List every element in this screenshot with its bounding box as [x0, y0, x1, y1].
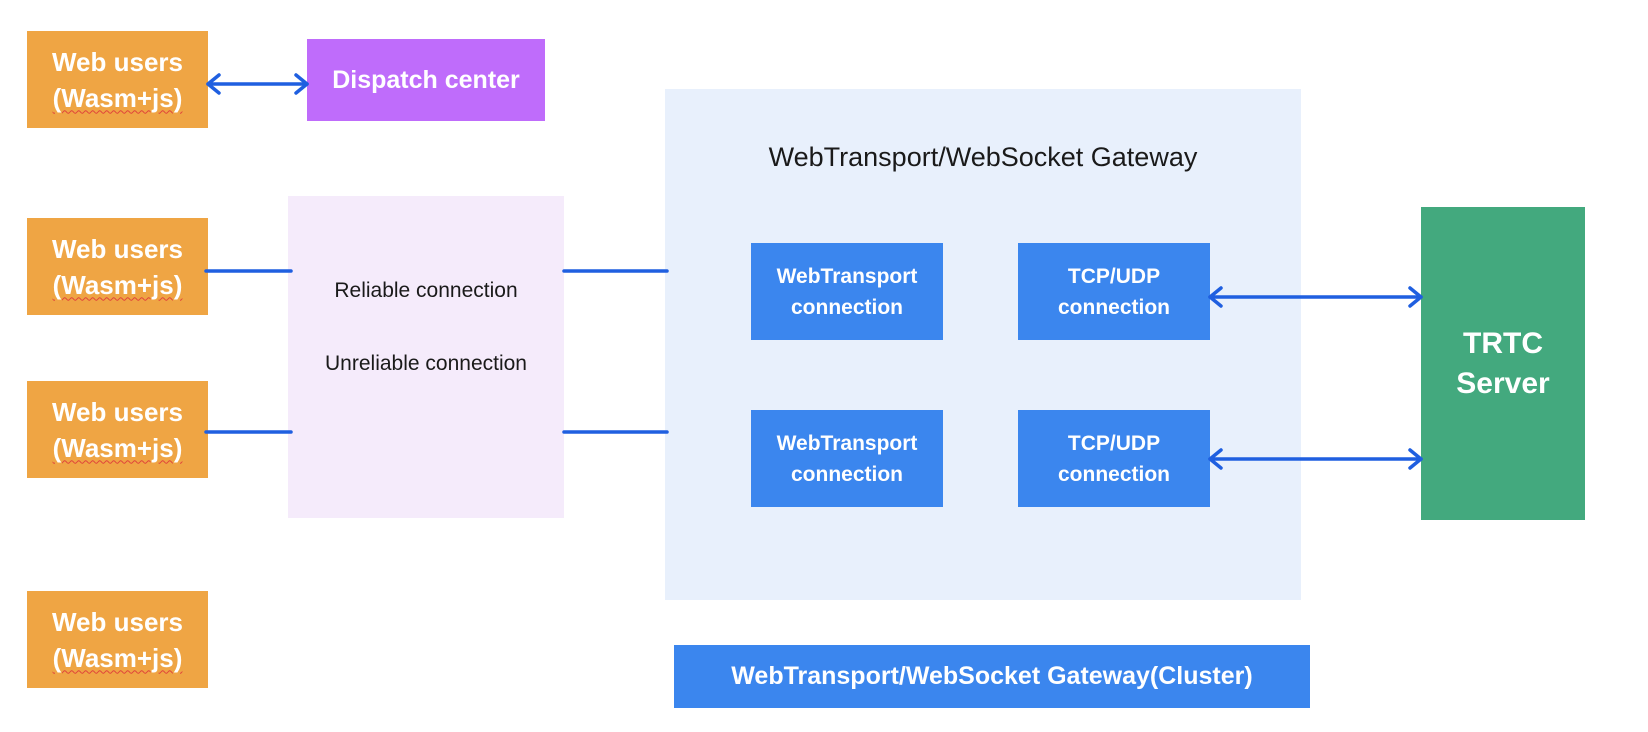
arrowhead-right: [1408, 286, 1423, 308]
web-users-label: Web users: [51, 606, 183, 637]
node-sublabel: connection: [1057, 462, 1170, 486]
web-users-sublabel: (Wasm+js): [52, 432, 183, 463]
trtc-server-box: TRTC Server: [1421, 207, 1585, 520]
gateway-title: WebTransport/WebSocket Gateway: [768, 142, 1198, 172]
node-sublabel: connection: [790, 295, 903, 319]
webtransport-connection-node-1: WebTransport connection: [751, 243, 943, 340]
webtransport-connection-node-2: WebTransport connection: [751, 410, 943, 507]
tcp-udp-connection-node-2: TCP/UDP connection: [1018, 410, 1210, 507]
server-label: TRTC: [1463, 326, 1543, 360]
arrowhead-right: [294, 73, 309, 95]
tcp-udp-connection-node-1: TCP/UDP connection: [1018, 243, 1210, 340]
web-users-label: Web users: [51, 46, 183, 77]
node-label: WebTransport: [776, 431, 918, 455]
node-label: WebTransport: [776, 264, 918, 288]
node-label: TCP/UDP: [1067, 264, 1161, 288]
web-users-sublabel: (Wasm+js): [52, 82, 183, 113]
server-sublabel: Server: [1456, 366, 1550, 400]
dispatch-center-box: Dispatch center: [307, 39, 545, 121]
arrowhead-left: [206, 73, 221, 95]
web-users-box-3: Web users (Wasm+js): [27, 381, 208, 478]
web-users-box-1: Web users (Wasm+js): [27, 31, 208, 128]
gateway-panel: [665, 89, 1301, 600]
web-users-label: Web users: [51, 233, 183, 264]
gateway-cluster-bar: WebTransport/WebSocket Gateway(Cluster): [674, 645, 1310, 708]
node-sublabel: connection: [1057, 295, 1170, 319]
gateway-cluster-label: WebTransport/WebSocket Gateway(Cluster): [731, 662, 1253, 690]
web-users-box-2: Web users (Wasm+js): [27, 218, 208, 315]
connection-panel: [288, 196, 564, 518]
reliable-connection-label: Reliable connection: [334, 279, 518, 302]
web-users-label: Web users: [51, 396, 183, 427]
web-users-sublabel: (Wasm+js): [52, 642, 183, 673]
arrowhead-right: [1408, 448, 1423, 470]
node-label: TCP/UDP: [1067, 431, 1161, 455]
web-users-sublabel: (Wasm+js): [52, 269, 183, 300]
node-sublabel: connection: [790, 462, 903, 486]
unreliable-connection-label: Unreliable connection: [325, 352, 527, 375]
dispatch-center-label: Dispatch center: [332, 65, 520, 94]
web-users-box-4: Web users (Wasm+js): [27, 591, 208, 688]
